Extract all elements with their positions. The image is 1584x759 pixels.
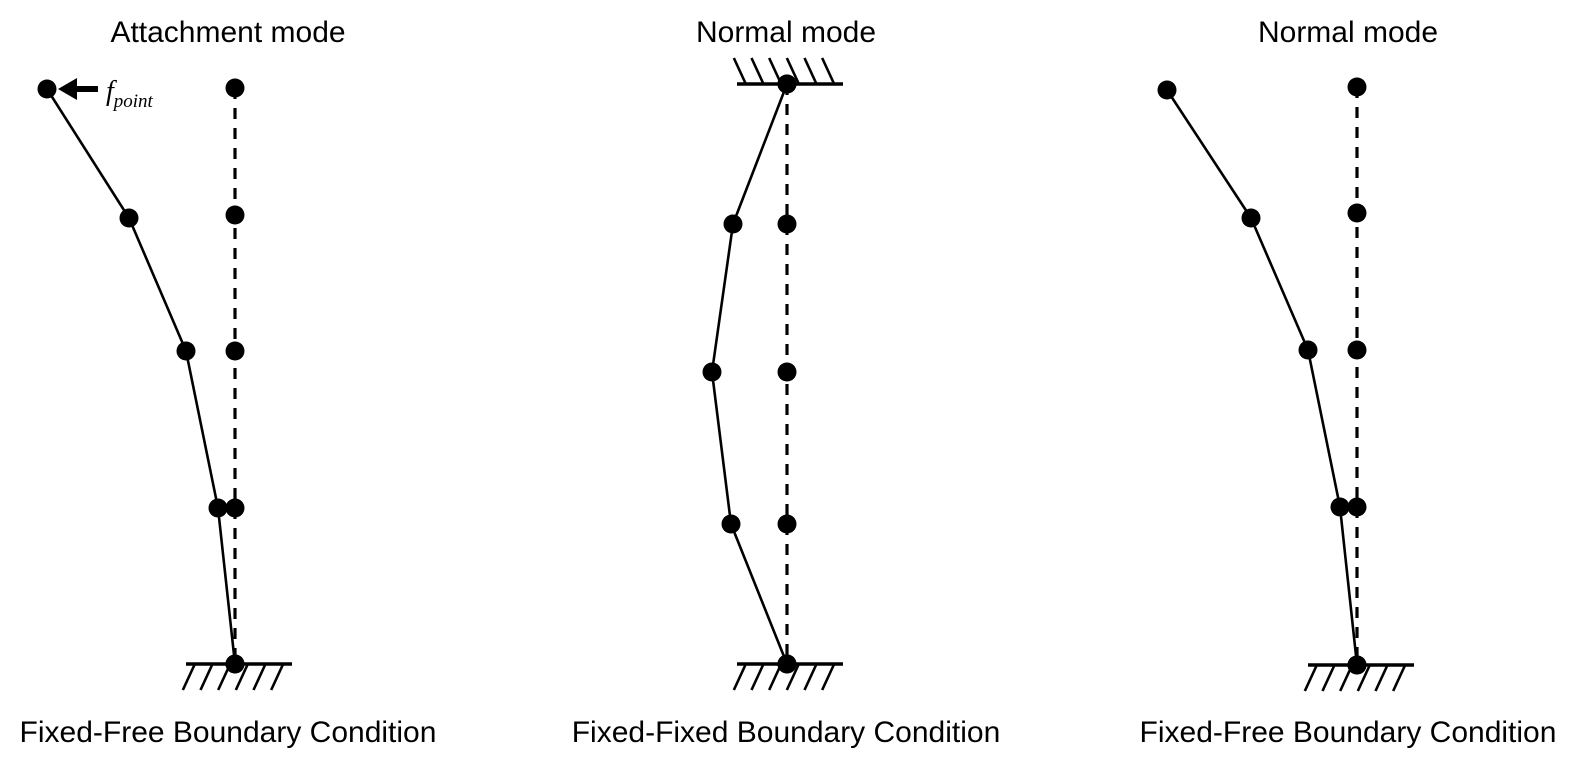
mode-shape-node [208, 498, 228, 518]
mode-shape-node [723, 214, 743, 234]
panel-title: Normal mode [696, 16, 876, 49]
force-label: fpoint [106, 76, 154, 112]
reference-node [1347, 340, 1367, 360]
mode-shape-node [37, 79, 57, 99]
mode-shape-node [225, 654, 245, 674]
force-label-subscript: point [112, 91, 154, 112]
mode-shape-node [1347, 655, 1367, 675]
mode-shape-node [1241, 208, 1261, 228]
point-force-annotation: fpoint [58, 76, 154, 112]
mode-shape-node [777, 654, 797, 674]
support-hatch-mark [1391, 664, 1407, 692]
support-hatch-mark [820, 57, 836, 85]
support-hatch-mark [820, 663, 836, 691]
support-hatch-mark [1321, 664, 1336, 692]
support-hatch-mark [1374, 664, 1389, 692]
mode-shape-node [777, 74, 797, 94]
mode-shape-node [702, 362, 722, 382]
reference-node [225, 205, 245, 225]
reference-node [225, 78, 245, 98]
mode-shape-node [119, 208, 139, 228]
panel-caption: Fixed-Fixed Boundary Condition [572, 716, 1001, 749]
support-hatch-mark [1356, 664, 1372, 692]
reference-node [1347, 77, 1367, 97]
support-hatch-mark [785, 57, 801, 85]
support-hatch-mark [803, 663, 818, 691]
support-hatch-mark [181, 663, 197, 691]
panel-caption: Fixed-Free Boundary Condition [1140, 716, 1557, 749]
support-hatch-mark [234, 663, 250, 691]
support-hatch-mark [750, 57, 765, 85]
deformed-mode-shape-line [710, 82, 789, 666]
mode-shape-node [1157, 80, 1177, 100]
support-hatch-mark [252, 663, 267, 691]
panel-title: Normal mode [1258, 16, 1438, 49]
reference-node [777, 362, 797, 382]
reference-node [1347, 497, 1367, 517]
reference-node [225, 341, 245, 361]
support-hatch-mark [803, 57, 818, 85]
support-hatch-mark [785, 663, 801, 691]
reference-node [777, 214, 797, 234]
support-hatch-mark [199, 663, 214, 691]
deformed-mode-shape-line [1165, 88, 1359, 667]
panel-caption: Fixed-Free Boundary Condition [20, 716, 437, 749]
mode-shape-node [721, 514, 741, 534]
support-hatch-mark [269, 663, 285, 691]
force-arrow-head [58, 78, 77, 100]
deformed-mode-shape-line [45, 87, 237, 666]
force-label-symbol: f [106, 76, 117, 107]
support-hatch-mark [732, 663, 748, 691]
mode-shape-node [1298, 340, 1318, 360]
support-hatch-mark [732, 57, 748, 85]
reference-node [1347, 203, 1367, 223]
reference-node [777, 514, 797, 534]
support-hatch-mark [1303, 664, 1319, 692]
panel-title: Attachment mode [110, 16, 345, 49]
support-hatch-mark [750, 663, 765, 691]
mode-shape-node [176, 341, 196, 361]
reference-node [225, 498, 245, 518]
mode-shape-node [1330, 497, 1350, 517]
